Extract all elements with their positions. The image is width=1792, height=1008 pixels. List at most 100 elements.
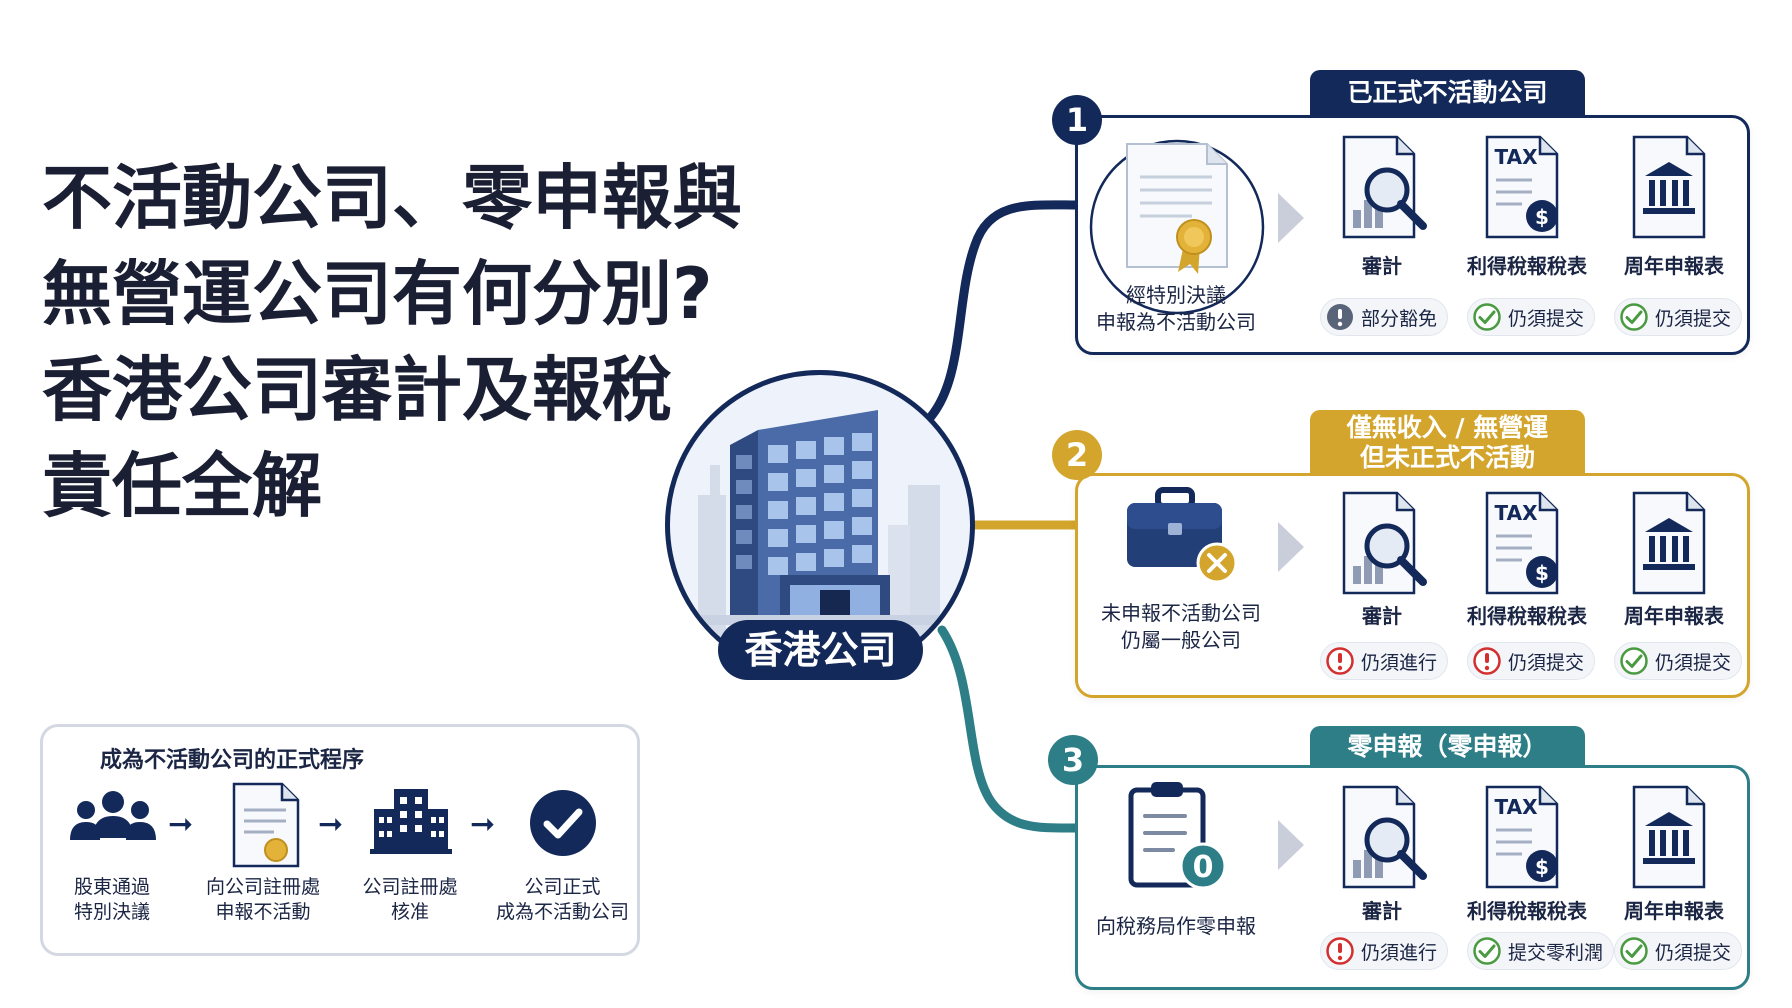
branch-tag-text: 僅無收入 / 無營運 [1346, 413, 1549, 442]
tax-return-icon: TAX $ [1485, 491, 1559, 595]
page-title: 不活動公司、零申報與 無營運公司有何分別? 香港公司審計及報稅 責任全解 [42, 150, 742, 534]
title-line: 香港公司審計及報稅 [42, 349, 672, 431]
hub-label: 香港公司 [718, 620, 923, 680]
check-circle-icon [530, 790, 596, 856]
process-step-line: 成為不活動公司 [495, 901, 629, 923]
status-text: 仍須提交 [1508, 651, 1585, 674]
status-pill: 仍須提交 [1614, 932, 1743, 970]
item-label-annual-return: 周年申報表 [1624, 254, 1724, 278]
branch-number-badge-1: 1 [1052, 95, 1102, 145]
hub-building-circle [665, 370, 975, 680]
status-pill: 仍須提交 [1614, 298, 1743, 336]
branch-tag-1: 已正式不活動公司 [1310, 70, 1585, 115]
branch-1-lead-label: 經特別決議 申報為不活動公司 [1066, 282, 1286, 336]
process-step-label: 股東通過 特別決議 [37, 875, 187, 925]
status-pill: 仍須提交 [1614, 642, 1743, 680]
branch-number-badge-2: 2 [1052, 430, 1102, 480]
svg-text:$: $ [1535, 205, 1549, 229]
process-arrow-icon: ➞ [318, 807, 344, 842]
tax-word: TAX [1495, 501, 1539, 525]
branch-tag-text: 零申報（零申報） [1347, 732, 1548, 761]
svg-text:$: $ [1535, 561, 1549, 585]
item-label-annual-return: 周年申報表 [1624, 899, 1724, 923]
status-text: 仍須提交 [1655, 941, 1732, 964]
check-green-icon [1473, 937, 1501, 965]
item-label-profits-tax: 利得稅報稅表 [1467, 604, 1587, 628]
check-green-icon [1620, 303, 1648, 331]
status-pill: 仍須進行 [1320, 932, 1449, 970]
item-label-profits-tax: 利得稅報稅表 [1467, 899, 1587, 923]
audit-magnifier-icon [1342, 135, 1427, 239]
item-label-audit: 審計 [1362, 899, 1402, 923]
check-green-icon [1620, 647, 1648, 675]
status-text: 仍須提交 [1655, 307, 1732, 330]
status-text: 仍須提交 [1508, 307, 1585, 330]
branch-tag-2: 僅無收入 / 無營運 但未正式不活動 [1310, 410, 1585, 475]
item-label-audit: 審計 [1362, 604, 1402, 628]
item-label-profits-tax: 利得稅報稅表 [1467, 254, 1587, 278]
exclamation-red-icon [1326, 647, 1354, 675]
lead-line: 仍屬一般公司 [1121, 628, 1241, 652]
flow-arrow-icon [1278, 522, 1304, 572]
status-pill: 提交零利潤 [1467, 932, 1615, 970]
flow-arrow-icon [1278, 193, 1304, 243]
title-line: 責任全解 [42, 445, 322, 527]
exclamation-gray-icon [1327, 304, 1353, 330]
status-text: 仍須進行 [1361, 651, 1438, 674]
status-text: 提交零利潤 [1508, 941, 1604, 964]
process-step-label: 公司註冊處 核准 [335, 875, 485, 925]
status-pill: 仍須進行 [1320, 642, 1449, 680]
status-text: 部分豁免 [1361, 307, 1438, 330]
lead-line: 未申報不活動公司 [1101, 601, 1261, 625]
process-step-label: 向公司註冊處 申報不活動 [188, 875, 338, 925]
process-step-line: 公司正式 [524, 876, 601, 898]
certificate-document-icon [1089, 139, 1265, 315]
status-text: 仍須提交 [1655, 651, 1732, 674]
item-label-annual-return: 周年申報表 [1624, 604, 1724, 628]
clipboard-zero-icon: 0 [1128, 782, 1227, 890]
tax-word: TAX [1495, 145, 1539, 169]
svg-text:$: $ [1535, 855, 1549, 879]
branch-number-badge-3: 3 [1048, 735, 1098, 785]
connector-branch-1 [923, 200, 1083, 425]
lead-line: 申報為不活動公司 [1096, 310, 1256, 334]
branch-tag-text: 已正式不活動公司 [1347, 78, 1548, 107]
check-green-icon [1473, 303, 1501, 331]
tax-return-icon: TAX $ [1485, 785, 1559, 889]
branch-2-lead-label: 未申報不活動公司 仍屬一般公司 [1071, 600, 1291, 654]
process-arrow-icon: ➞ [470, 807, 496, 842]
branch-tag-text: 但未正式不活動 [1359, 443, 1535, 472]
process-title: 成為不活動公司的正式程序 [100, 748, 365, 773]
branch-tag-3: 零申報（零申報） [1310, 726, 1585, 767]
exclamation-red-icon [1473, 647, 1501, 675]
status-pill: 仍須提交 [1467, 298, 1596, 336]
check-green-icon [1620, 937, 1648, 965]
tax-word: TAX [1495, 795, 1539, 819]
shareholders-group-icon [70, 791, 156, 840]
process-step-line: 申報不活動 [215, 901, 311, 923]
briefcase-x-icon [1127, 487, 1238, 584]
office-building-icon [690, 410, 950, 645]
process-step-line: 向公司註冊處 [205, 876, 320, 898]
process-step-label: 公司正式 成為不活動公司 [485, 875, 640, 925]
audit-magnifier-icon [1342, 785, 1427, 889]
item-label-audit: 審計 [1362, 254, 1402, 278]
connector-branch-3 [937, 625, 1083, 833]
registry-building-icon [370, 789, 452, 854]
status-pill: 部分豁免 [1320, 298, 1449, 336]
exclamation-red-icon [1326, 937, 1354, 965]
status-pill: 仍須提交 [1467, 642, 1596, 680]
flow-arrow-icon [1278, 820, 1304, 870]
tax-return-icon: TAX $ [1485, 135, 1559, 239]
certificate-document-icon [232, 782, 300, 868]
process-step-line: 股東通過 [73, 876, 150, 898]
process-step-line: 公司註冊處 [362, 876, 458, 898]
status-text: 仍須進行 [1361, 941, 1438, 964]
process-step-line: 核准 [390, 901, 429, 923]
title-line: 不活動公司、零申報與 [42, 157, 742, 239]
audit-magnifier-icon [1342, 491, 1427, 595]
lead-line: 向稅務局作零申報 [1096, 914, 1256, 938]
process-arrow-icon: ➞ [168, 807, 194, 842]
annual-return-bank-icon [1632, 785, 1706, 889]
